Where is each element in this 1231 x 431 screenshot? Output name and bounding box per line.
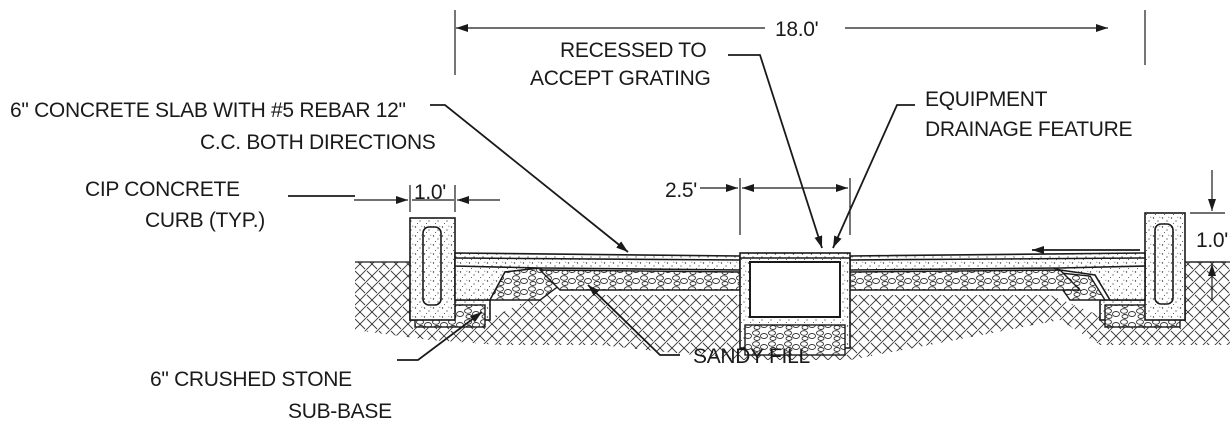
- recessed-label-line1: RECESSED TO: [560, 39, 706, 62]
- left-curb: [409, 217, 562, 328]
- overall-width-label: 18.0': [775, 18, 818, 41]
- leader-lines: [288, 54, 1140, 361]
- recessed-label-line2: ACCEPT GRATING: [530, 67, 711, 90]
- curb-width-label: 1.0': [414, 181, 446, 204]
- equipment-label-line2: DRAINAGE FEATURE: [925, 118, 1132, 141]
- crushed-stone-label-line1: 6" CRUSHED STONE: [150, 368, 352, 391]
- slab-label-line2: C.C. BOTH DIRECTIONS: [200, 131, 436, 154]
- drainage-pit: [739, 252, 851, 356]
- drain-width-dimension: [700, 178, 851, 235]
- curb-width-dimension: [354, 185, 500, 212]
- curb-height-dimension: [1190, 170, 1225, 300]
- curb-label-line1: CIP CONCRETE: [85, 178, 240, 201]
- sandy-fill-label: SANDY FILL: [693, 345, 810, 368]
- overall-dimension: [454, 10, 1146, 75]
- drain-width-label: 2.5': [665, 179, 697, 202]
- curb-height-label: 1.0': [1196, 229, 1228, 252]
- crushed-stone-label-line2: SUB-BASE: [288, 400, 392, 423]
- curb-label-line2: CURB (TYP.): [145, 209, 265, 232]
- equipment-label-line1: EQUIPMENT: [925, 88, 1048, 111]
- slab-label-line1: 6" CONCRETE SLAB WITH #5 REBAR 12": [10, 99, 406, 122]
